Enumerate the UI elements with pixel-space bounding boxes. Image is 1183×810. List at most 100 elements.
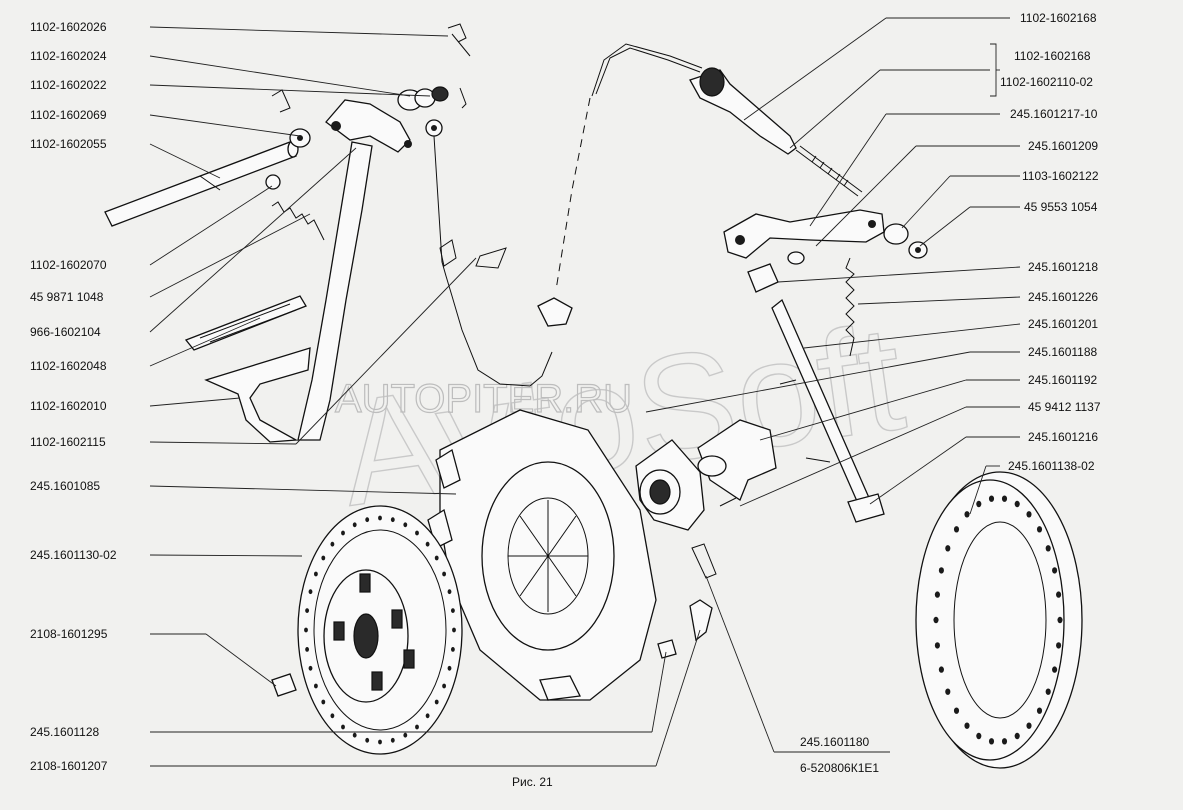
pedal-pad xyxy=(184,295,307,351)
disc-rivet xyxy=(305,647,310,652)
flywheel-hole xyxy=(964,511,970,518)
label-45-9871-1048: 45 9871 1048 xyxy=(30,290,104,304)
flywheel-hole xyxy=(945,545,951,552)
label-r-1102-1602110-02: 1102-1602110-02 xyxy=(1000,75,1093,89)
bolt-and-pin xyxy=(657,599,713,659)
return-spring xyxy=(265,174,325,241)
pressure-plate xyxy=(427,409,657,701)
disc-rivet xyxy=(352,522,357,528)
figure-caption: Рис. 21 xyxy=(512,775,553,789)
flywheel-hole xyxy=(976,500,982,508)
label-1102-1602010: 1102-1602010 xyxy=(30,399,107,413)
disc-rivet xyxy=(352,732,357,738)
flywheel-hole xyxy=(1026,722,1032,729)
label-6-520806k1e1: 6-520806К1Е1 xyxy=(800,761,879,775)
disc-rivet xyxy=(434,555,439,561)
flywheel-hole xyxy=(1001,738,1008,745)
disc-rivet xyxy=(305,608,310,613)
watermark-text: AUTOPITER.RU xyxy=(335,377,632,421)
label-966-1602104: 966-1602104 xyxy=(30,325,101,339)
label-1102-1602055: 1102-1602055 xyxy=(30,137,107,151)
pedal-bracket xyxy=(325,99,443,153)
disc-rivet xyxy=(304,627,308,633)
flywheel-hole xyxy=(934,591,940,598)
label-245-1601218: 245.1601218 xyxy=(1028,260,1098,274)
label-245-1601130-02: 245.1601130-02 xyxy=(30,548,117,562)
disc-rivet xyxy=(403,522,408,528)
disc-rivet xyxy=(447,665,452,671)
label-245-1601226: 245.1601226 xyxy=(1028,290,1098,304)
label-2108-1601207: 2108-1601207 xyxy=(30,759,108,773)
flywheel-hole xyxy=(1045,545,1051,552)
label-245-1601138-02: 245.1601138-02 xyxy=(1008,459,1095,473)
flywheel-hole xyxy=(976,732,982,740)
disc-rivet xyxy=(313,683,318,689)
flywheel-hole xyxy=(1057,616,1063,624)
flywheel-hole xyxy=(1001,495,1008,502)
label-1102-1602069: 1102-1602069 xyxy=(30,108,107,122)
flywheel-hole xyxy=(1014,500,1020,508)
pedal-shaft xyxy=(104,128,311,227)
disc-rivet xyxy=(450,647,455,652)
flywheel-hole xyxy=(938,567,944,574)
flywheel-hole xyxy=(988,738,995,745)
label-45-9553-1054: 45 9553 1054 xyxy=(1024,200,1098,214)
label-2108-1601295: 2108-1601295 xyxy=(30,627,108,641)
disc-rivet xyxy=(321,555,326,561)
label-r-1102-1602168: 1102-1602168 xyxy=(1020,11,1097,25)
clutch-cable xyxy=(433,43,703,387)
flywheel-hole xyxy=(945,688,951,695)
guide-sleeve xyxy=(697,419,777,507)
flywheel-hole xyxy=(964,722,970,729)
fork-spring xyxy=(845,257,855,357)
label-1102-1602070: 1102-1602070 xyxy=(30,258,107,272)
label-bracket xyxy=(990,43,997,97)
disc-rivet xyxy=(415,724,419,730)
disc-rivet xyxy=(341,530,345,536)
disc-rivet xyxy=(330,541,335,547)
label-1102-1602115: 1102-1602115 xyxy=(30,435,106,449)
disc-rivet xyxy=(365,737,370,743)
label-245-1601180: 245.1601180 xyxy=(800,735,870,749)
disc-rivet xyxy=(378,515,382,521)
fork-lever xyxy=(723,209,928,265)
release-bearing xyxy=(635,439,717,579)
flywheel-hole xyxy=(1056,591,1062,598)
label-245-1601188: 245.1601188 xyxy=(1028,345,1098,359)
flywheel-hole xyxy=(1014,732,1020,740)
disc-rivet xyxy=(442,683,447,689)
label-245-1601085: 245.1601085 xyxy=(30,479,100,493)
flywheel xyxy=(915,471,1083,769)
cable-route-dashed xyxy=(555,97,591,291)
disc-rivet xyxy=(321,699,326,705)
flywheel-hole xyxy=(988,495,995,502)
flywheel-hole xyxy=(1045,688,1051,695)
label-245-1601217-10: 245.1601217-10 xyxy=(1010,107,1098,121)
label-1102-1602024: 1102-1602024 xyxy=(30,49,107,63)
clutch-disc xyxy=(297,505,463,755)
flywheel-hole xyxy=(1036,526,1043,533)
label-245-1601128: 245.1601128 xyxy=(30,725,100,739)
label-1102-1602026: 1102-1602026 xyxy=(30,20,107,34)
flywheel-hole xyxy=(1056,642,1062,649)
flywheel-holes xyxy=(933,495,1063,745)
flywheel-hole xyxy=(953,526,960,533)
label-245-1601216: 245.1601216 xyxy=(1028,430,1098,444)
disc-rivet xyxy=(452,627,456,633)
leader-lines xyxy=(149,17,1021,767)
flywheel-hole xyxy=(1052,567,1058,574)
right-labels: 1102-1602168 1102-1602168 1102-1602110-0… xyxy=(1000,11,1101,473)
label-245-1601192: 245.1601192 xyxy=(1028,373,1098,387)
disc-rivet xyxy=(365,517,370,523)
label-245-1601201: 245.1601201 xyxy=(1028,317,1098,331)
disc-rivet xyxy=(378,739,382,745)
disc-rivet xyxy=(313,571,318,577)
disc-rivet xyxy=(308,665,313,671)
disc-rivet xyxy=(403,732,408,738)
label-1102-1602048: 1102-1602048 xyxy=(30,359,107,373)
disc-rivet xyxy=(442,571,447,577)
disc-rivet xyxy=(308,589,313,595)
disc-rivet xyxy=(425,713,430,719)
flywheel-hole xyxy=(1026,511,1032,518)
